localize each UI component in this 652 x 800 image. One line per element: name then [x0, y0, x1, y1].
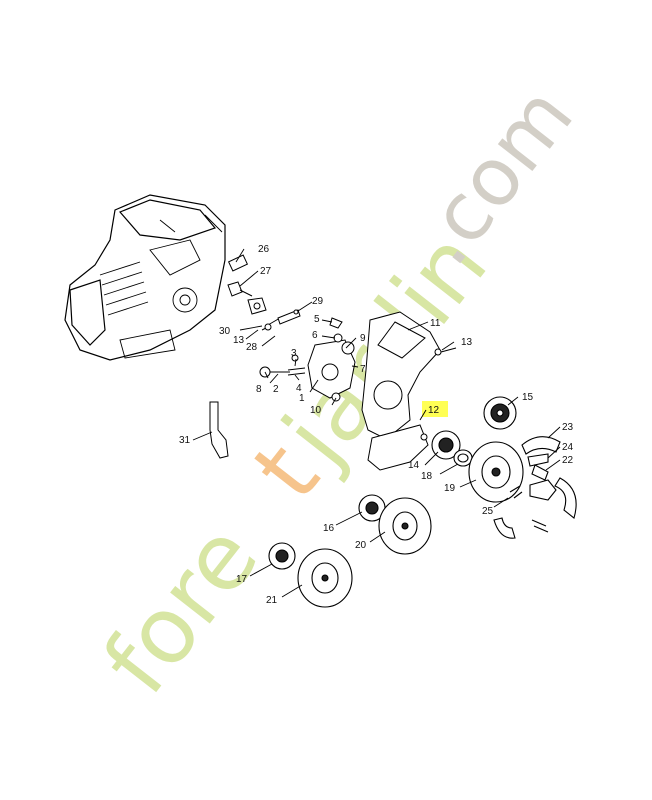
- callout-13b: 13: [461, 337, 473, 348]
- callout-30: 30: [219, 326, 231, 337]
- callout-24: 24: [562, 442, 574, 453]
- oil-pump-assembly: [259, 317, 356, 402]
- engine-side-parts: [227, 254, 301, 331]
- callout-3: 3: [291, 348, 297, 359]
- clutch-housing-guard: [361, 311, 457, 471]
- callout-23: 23: [562, 422, 574, 433]
- callout-14: 14: [408, 460, 420, 471]
- watermark-text-fore: fore: [83, 505, 279, 714]
- callout-19: 19: [444, 483, 456, 494]
- callout-21: 21: [266, 595, 278, 606]
- callout-12: 12: [428, 405, 440, 416]
- callout-12-highlight: [422, 401, 448, 417]
- clutch-parts: [268, 396, 577, 608]
- callout-20: 20: [355, 540, 367, 551]
- callout-16: 16: [323, 523, 335, 534]
- callout-9: 9: [360, 333, 366, 344]
- callout-25: 25: [482, 506, 494, 517]
- engine-block: [64, 194, 226, 361]
- callout-31: 31: [179, 435, 191, 446]
- callout-15: 15: [522, 392, 534, 403]
- callout-2: 2: [273, 384, 279, 395]
- callout-6: 6: [312, 330, 318, 341]
- callout-28: 28: [246, 342, 258, 353]
- callout-18: 18: [421, 471, 433, 482]
- callout-17: 17: [236, 574, 248, 585]
- callout-11: 11: [430, 318, 441, 329]
- callout-7: 7: [360, 364, 366, 375]
- callout-13a: 13: [233, 335, 245, 346]
- bracket-part: [209, 401, 229, 459]
- leader-lines: [192, 248, 561, 598]
- callout-1: 1: [299, 393, 305, 404]
- callout-10: 10: [310, 405, 322, 416]
- callout-labels: 26 27 30 13 28 29 5 6 9 3 7 4 2 8 1 10 1…: [179, 244, 574, 606]
- callout-27: 27: [260, 266, 272, 277]
- callout-8: 8: [256, 384, 262, 395]
- callout-22: 22: [562, 455, 574, 466]
- callout-29: 29: [312, 296, 324, 307]
- callout-4: 4: [296, 383, 302, 394]
- callout-26: 26: [258, 244, 270, 255]
- callout-5: 5: [314, 314, 320, 325]
